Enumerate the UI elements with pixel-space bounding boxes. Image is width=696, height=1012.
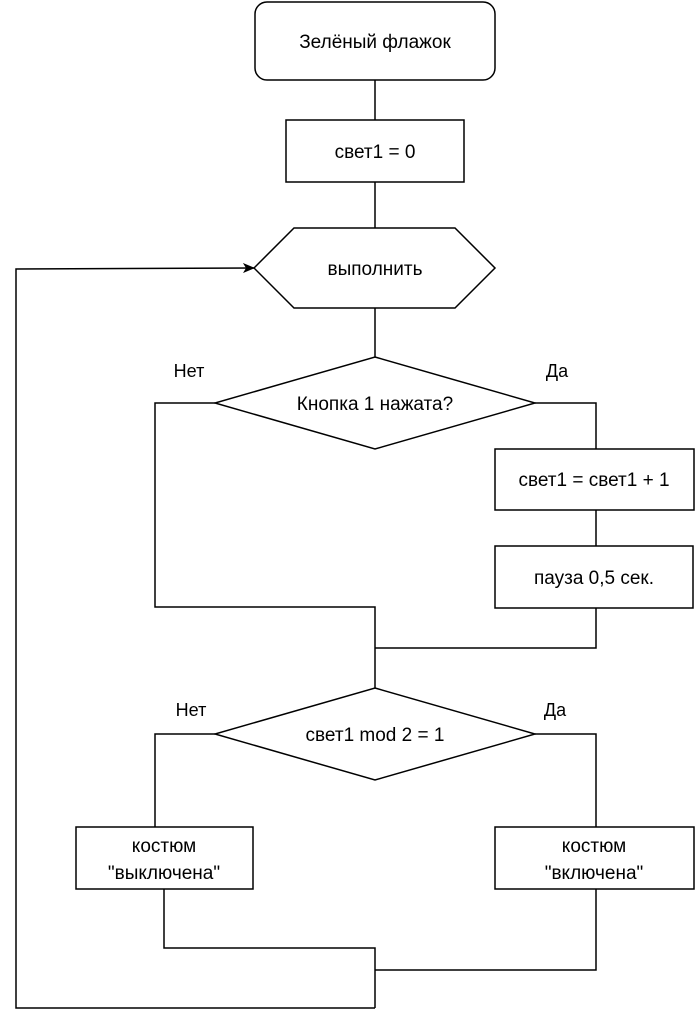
start-terminal [254,1,496,81]
decision-mod-label: свет1 mod 2 = 1 [306,725,445,746]
costume-off-line1: костюм [132,836,196,857]
edge-costume-off-to-merge [163,889,376,1008]
decision-button-pressed-label: Кнопка 1 нажата? [297,394,453,415]
decision-mod [212,687,538,781]
edge-decision1-no [154,402,376,688]
decision2-yes-label: Да [544,700,567,720]
costume-on-line1: костюм [562,836,626,857]
decision1-no-label: Нет [174,361,205,381]
edge-decision2-yes [535,733,597,827]
init-process [285,119,465,183]
edge-pause-to-merge [375,608,597,649]
costume-on-line2: "включена" [545,863,644,884]
costume-on-process [494,826,695,890]
decision-button-pressed [212,356,538,450]
edge-loop-back [15,263,375,1009]
edge-decision2-no [154,733,215,827]
costume-off-line2: "выключена" [108,863,220,884]
edge-decision1-yes [535,402,597,449]
init-label: свет1 = 0 [335,142,416,163]
costume-off-process [75,826,254,890]
decision1-yes-label: Да [546,361,569,381]
pause-label: пауза 0,5 сек. [534,568,654,589]
increment-label: свет1 = свет1 + 1 [518,470,669,491]
loop-block [252,227,497,309]
loop-label: выполнить [328,259,423,280]
decision2-no-label: Нет [176,700,207,720]
edge-costume-on-to-merge [375,889,597,971]
increment-process [494,448,695,511]
pause-process [494,545,694,609]
start-label: Зелёный флажок [299,32,451,53]
